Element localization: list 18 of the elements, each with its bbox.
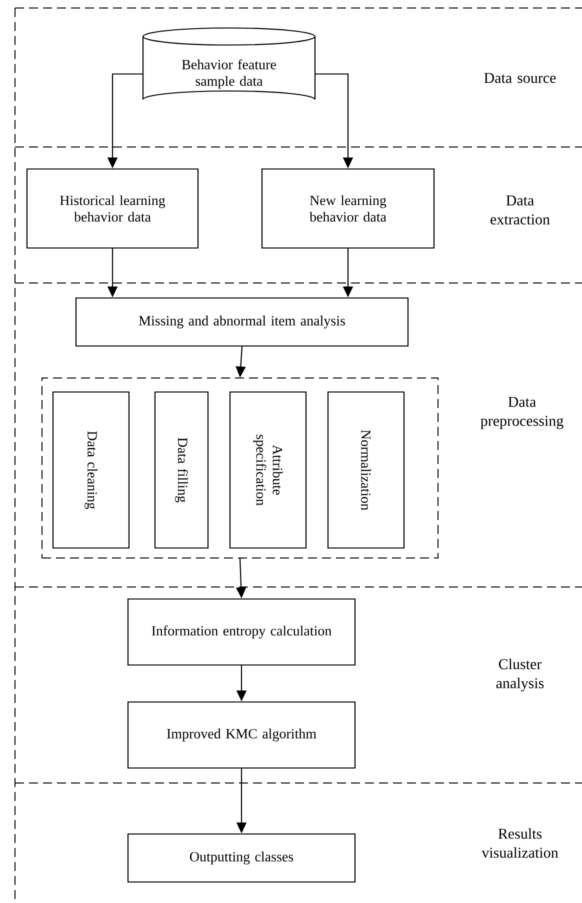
process-box: Normalization [327, 391, 405, 549]
process-box: Data filling [154, 391, 209, 549]
process-box: Attribute specification [229, 391, 307, 549]
dashed-group-box [42, 378, 438, 558]
database-cylinder: Behavior feature sample data [142, 27, 316, 100]
band-label: Data source [484, 73, 556, 83]
band-label: Data preprocessing [480, 396, 564, 430]
band-label: Cluster analysis [496, 658, 544, 692]
process-box: Data cleaning [52, 391, 130, 549]
node-label: Behavior feature sample data [182, 59, 276, 89]
process-box: Missing and abnormal item analysis [75, 297, 409, 347]
process-box: Improved KMC algorithm [127, 701, 356, 769]
process-box: Information entropy calculation [127, 598, 356, 666]
band-label: Results visualization [482, 828, 558, 858]
process-box: Outputting classes [127, 833, 356, 883]
process-box: Historical learning behavior data [26, 168, 199, 249]
process-box: New learning behavior data [261, 168, 435, 249]
band-label: Data extraction [490, 196, 550, 224]
